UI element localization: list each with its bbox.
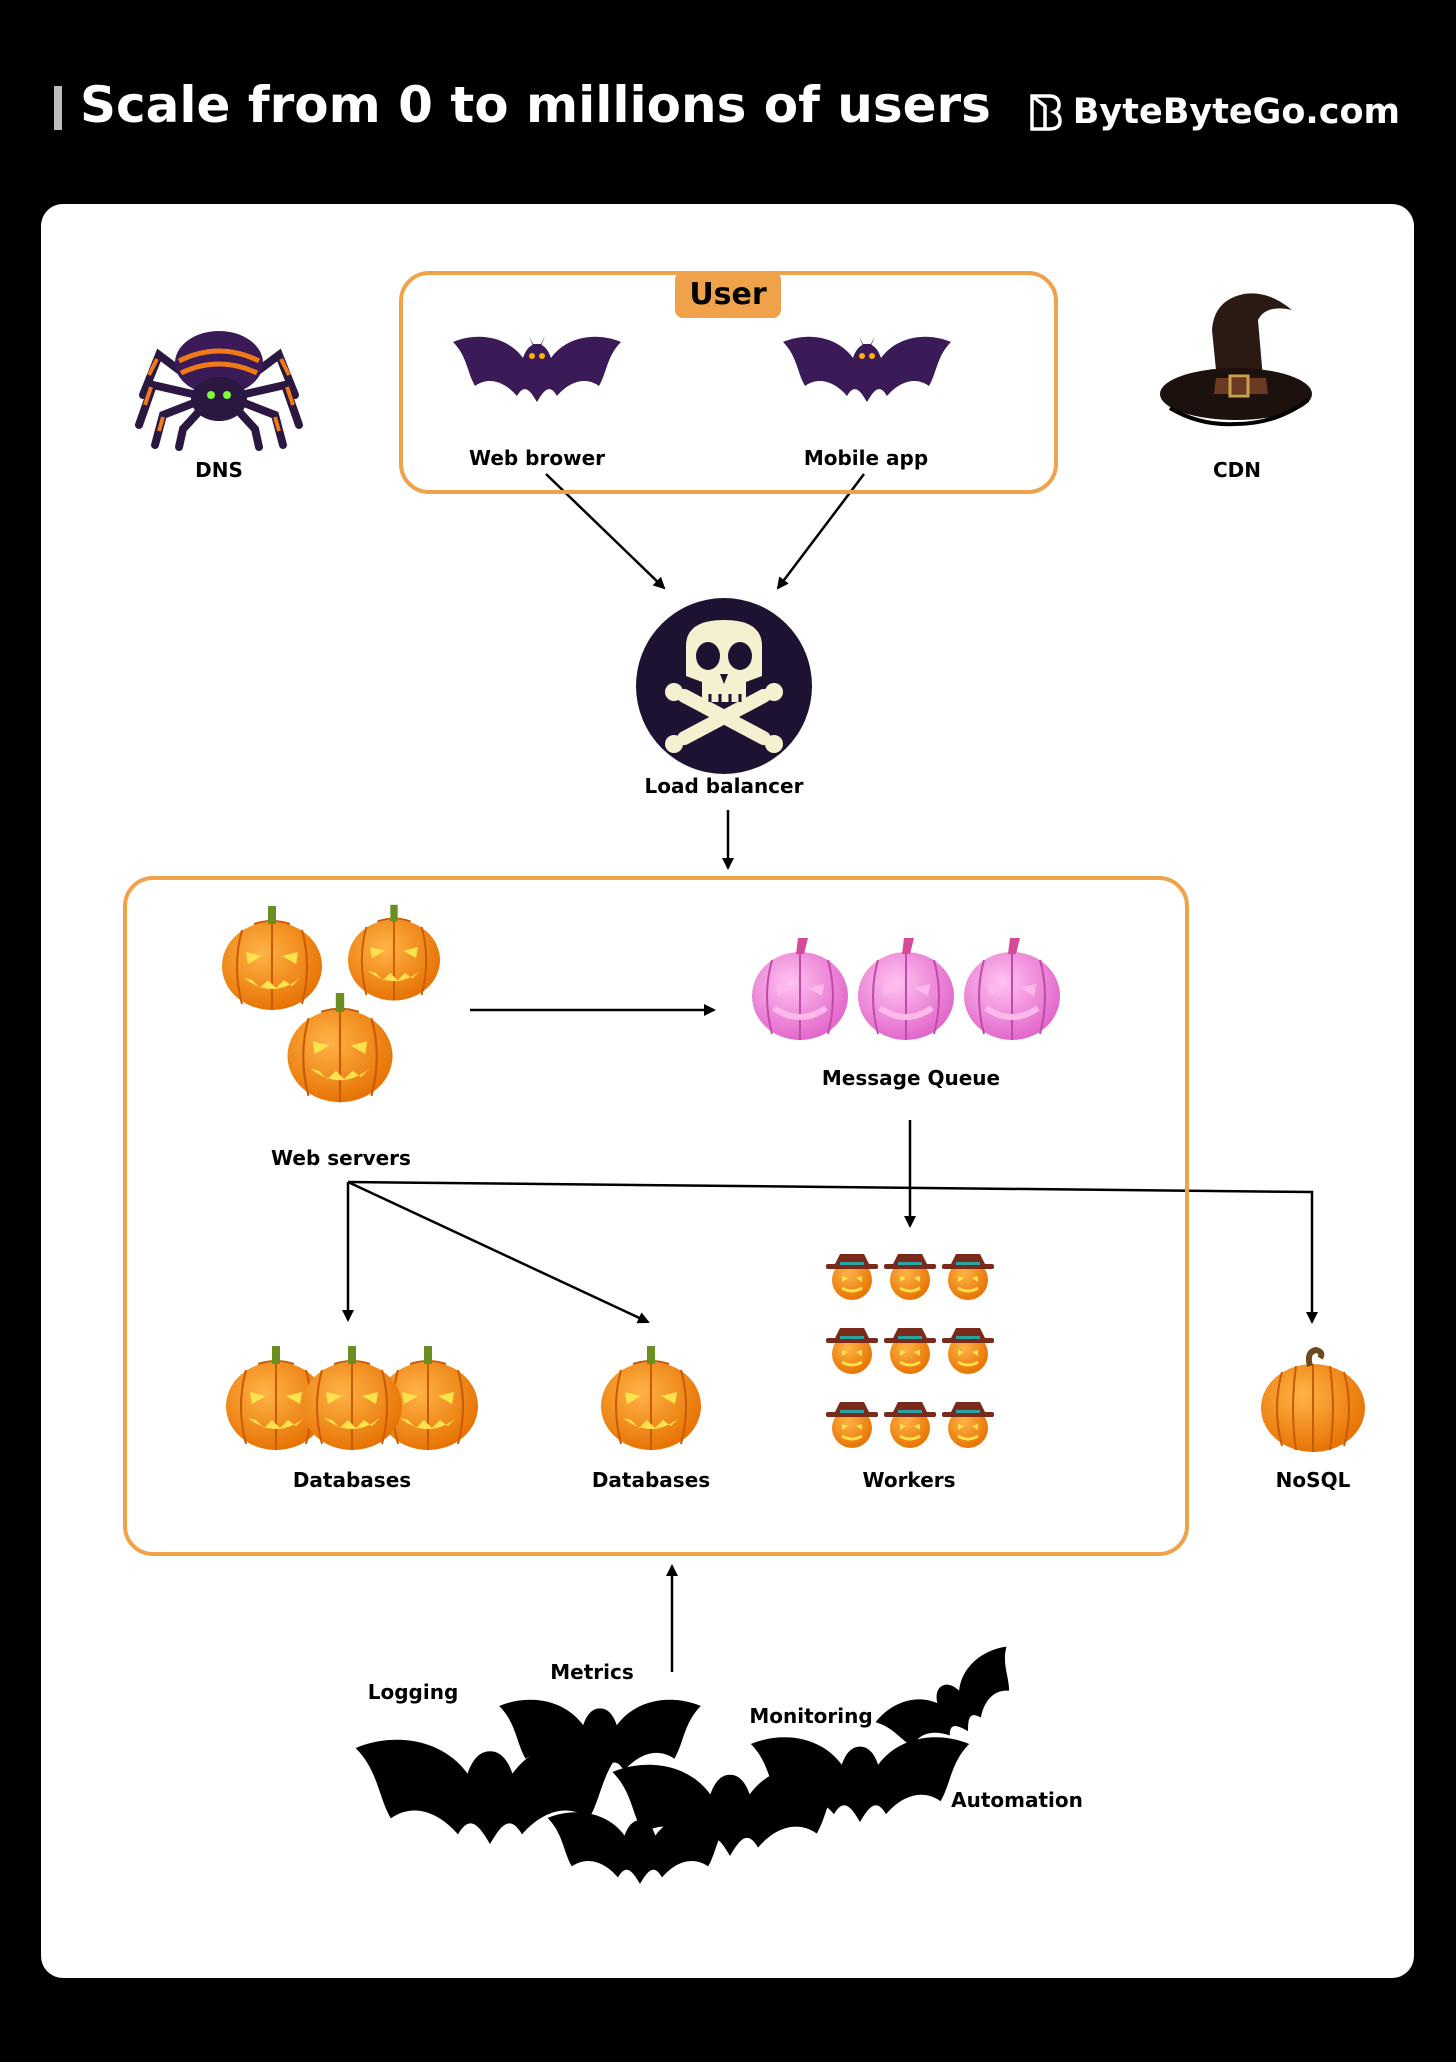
spider-icon (135, 331, 303, 451)
arrow-web-to-nosql (347, 1180, 1318, 1324)
skull-crossbones-icon (636, 598, 812, 774)
databases-2-label: Databases (591, 1468, 711, 1492)
bytebytego-logo-icon (1029, 94, 1062, 131)
page-title: Scale from 0 to millions of users (80, 76, 991, 134)
jack-o-lantern-icon-web-servers (221, 903, 441, 1104)
brand: ByteByteGo.com (1029, 92, 1400, 132)
bat-icon-mobile-app (783, 336, 951, 402)
brand-text: ByteByteGo.com (1072, 92, 1400, 132)
backend-cluster-box (123, 876, 1189, 1556)
automation-label: Automation (951, 1788, 1083, 1812)
pumpkin-hat-icon-workers (824, 1252, 996, 1450)
workers-label: Workers (862, 1468, 956, 1492)
logging-label: Logging (367, 1680, 459, 1704)
web-servers-label: Web servers (271, 1146, 411, 1170)
monitoring-label: Monitoring (749, 1704, 873, 1728)
jack-o-lantern-icon-databases-1 (225, 1345, 479, 1451)
jack-o-lantern-icon-databases-2 (600, 1345, 702, 1451)
mobile-app-label: Mobile app (803, 446, 929, 470)
web-browser-label: Web brower (468, 446, 606, 470)
load-balancer-label: Load balancer (644, 774, 804, 798)
databases-1-label: Databases (292, 1468, 412, 1492)
dns-label: DNS (195, 458, 243, 482)
metrics-label: Metrics (550, 1660, 634, 1684)
arrow-web-to-databases-2 (347, 1180, 650, 1324)
pumpkin-icon-nosql (1261, 1346, 1365, 1452)
pink-pumpkin-icon-message-queue (746, 926, 1070, 1050)
cdn-label: CDN (1212, 458, 1262, 482)
nosql-label: NoSQL (1275, 1468, 1351, 1492)
bat-icon-web-browser (453, 336, 621, 402)
header-accent-bar (54, 86, 62, 130)
witch-hat-icon (1160, 293, 1312, 427)
message-queue-label: Message Queue (821, 1066, 1001, 1090)
user-group-label: User (675, 272, 781, 318)
